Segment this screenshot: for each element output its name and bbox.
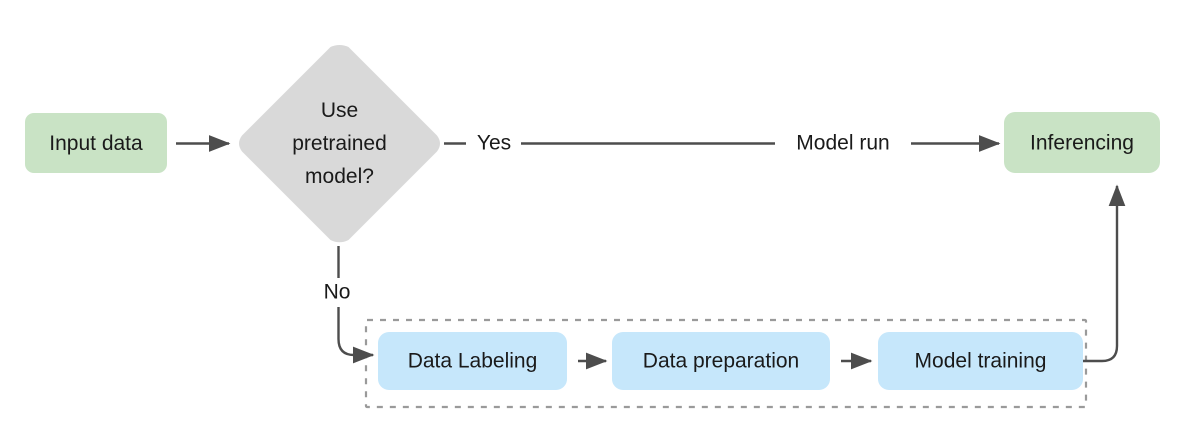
edge-label-yes: Yes [477,132,511,155]
input-data-label: Input data [49,132,143,155]
node-input-data[interactable]: Input data [25,113,167,173]
decision-label-line1: Use [321,99,358,122]
connector-training-to-inferencing [1083,184,1126,363]
data-preparation-shape [612,332,830,390]
data-labeling-shape [378,332,567,390]
input-data-shape [25,113,167,173]
edge-label-no: No [324,281,351,304]
node-data-preparation[interactable]: Data preparation [612,332,830,390]
data-labeling-label: Data Labeling [408,350,538,373]
decision-label-line2: pretrained [292,132,387,155]
node-inferencing[interactable]: Inferencing [1004,112,1160,173]
decision-label-line3: model? [305,165,374,188]
edge-label-model-run: Model run [796,132,889,155]
data-preparation-label: Data preparation [643,350,799,373]
node-decision-use-pretrained-model[interactable]: Use pretrained model? [239,45,440,243]
node-data-labeling[interactable]: Data Labeling [378,332,567,390]
decision-diamond-shape [239,45,440,243]
inferencing-label: Inferencing [1030,132,1134,155]
model-training-shape [878,332,1083,390]
node-model-training[interactable]: Model training [878,332,1083,390]
model-training-label: Model training [915,350,1047,373]
inferencing-shape [1004,112,1160,173]
connector-no-to-data-labeling [337,307,375,364]
